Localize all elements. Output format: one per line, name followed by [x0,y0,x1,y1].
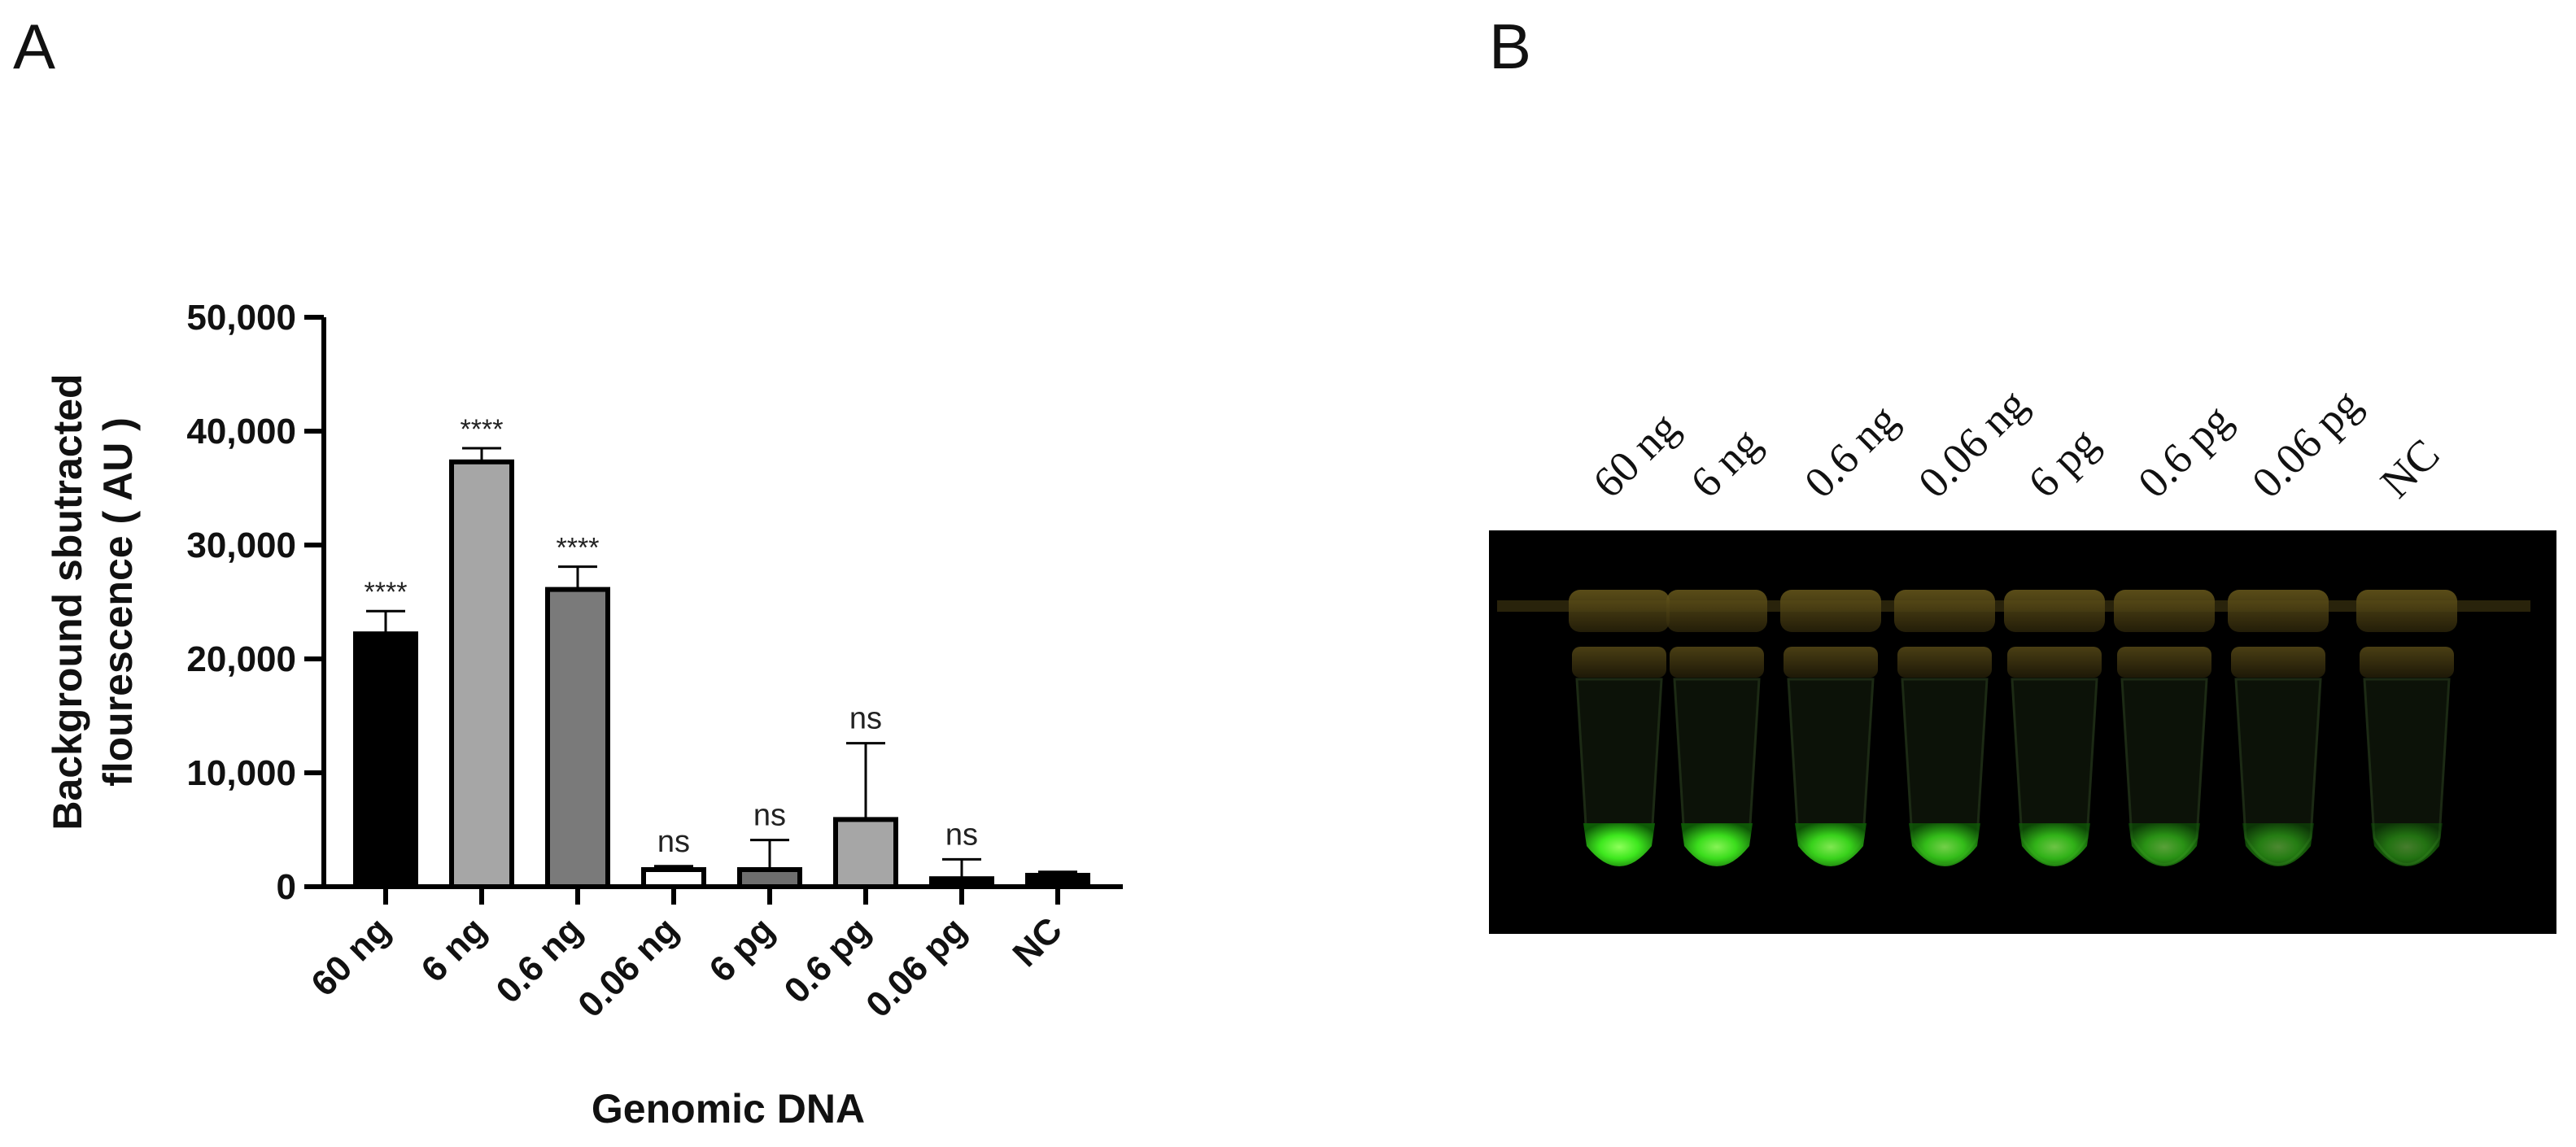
tube-fluorescence [1909,823,1980,866]
lane-label: 0.06 pg [2242,380,2370,508]
bar [929,876,994,889]
tube-cap [1780,590,1881,632]
tube [1666,590,1767,866]
significance-label: ns [945,818,978,852]
lane-label: 6 pg [2019,418,2107,507]
x-tick-label: 0.06 pg [858,909,974,1025]
tube-fluorescence [2371,823,2443,866]
tube [2228,590,2329,866]
tube [1894,590,1995,866]
tube [1780,590,1881,866]
tube-collar [2231,647,2325,678]
bar [833,817,898,890]
tube-collar [2360,647,2454,678]
y-tick-label: 0 [277,867,296,907]
tube-collar [1784,647,1878,678]
y-axis-label: Background sbutracted [45,373,90,830]
significance-label: **** [557,533,600,564]
tube-cap [2114,590,2215,632]
y-tick-label: 20,000 [186,639,296,679]
bar [737,867,802,889]
tube [1569,590,1670,866]
tube-fluorescence [2242,823,2314,866]
bar [641,867,706,889]
tube-fluorescence [2128,823,2200,866]
lane-label: 60 ng [1583,403,1687,507]
tube-fluorescence [1681,823,1753,866]
tube-cap [1666,590,1767,632]
significance-label: **** [461,414,504,445]
y-tick-label: 40,000 [186,412,296,451]
tube-cap [2356,590,2457,632]
significance-label: ns [657,825,690,859]
tube [2356,590,2457,866]
tube-fluorescence [1795,823,1867,866]
tube [2114,590,2215,866]
significance-label: ns [849,702,882,736]
bar [449,459,514,889]
lane-label: 0.6 ng [1795,395,1907,508]
y-tick-label: 30,000 [186,526,296,565]
tube-cap [2228,590,2329,632]
bar [1025,873,1090,889]
tube-collar [2117,647,2211,678]
panel-b-label: B [1489,11,1532,82]
x-tick-label: NC [1005,909,1070,975]
y-axis-label: flourescence ( AU ) [95,417,141,787]
tube-collar [1897,647,1992,678]
lane-label: 0.06 ng [1909,380,2037,508]
y-tick-label: 10,000 [186,753,296,793]
lane-label: NC [2371,430,2448,507]
bar [353,631,418,889]
tube-cap [1894,590,1995,632]
panel-a-label: A [13,11,56,82]
x-axis-label: Genomic DNA [592,1086,865,1132]
x-tick-label: 60 ng [303,909,398,1004]
significance-label: **** [365,577,408,608]
tube-collar [1572,647,1666,678]
tube [2004,590,2105,866]
tube-cap [1569,590,1670,632]
significance-label: ns [753,799,786,833]
bar [545,587,610,889]
tube-collar [2007,647,2102,678]
lane-label: 6 ng [1681,418,1770,507]
tube-collar [1670,647,1764,678]
x-tick-label: 6 ng [413,909,494,990]
lane-label: 0.6 pg [2128,395,2241,508]
tube-cap [2004,590,2105,632]
x-tick-label: 0.06 ng [570,909,686,1025]
x-tick-label: 6 pg [701,909,782,990]
tube-fluorescence [2019,823,2090,866]
tube-fluorescence [1583,823,1655,866]
y-tick-label: 50,000 [186,298,296,338]
